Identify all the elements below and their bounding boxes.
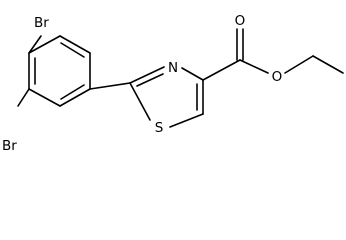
- atom-label-br-top: Br: [34, 15, 49, 31]
- atom-label-br-bottom: Br: [2, 138, 17, 154]
- atom-label-s: S: [155, 120, 164, 136]
- atom-label-o-carbonyl: O: [235, 13, 246, 29]
- atom-label-n: N: [168, 60, 178, 76]
- bond-ring-br-bottom: [17, 88, 30, 107]
- benzene-ring: [28, 35, 91, 107]
- ester-group: [202, 28, 344, 81]
- structure-diagram: Br Br N S O O: [2, 13, 344, 154]
- molecule-drawing: Br Br N S O O: [2, 13, 344, 154]
- bond-ring-br-top: [28, 35, 42, 54]
- thiazole-ring: [129, 66, 204, 128]
- bond-aryl-thiazole: [89, 82, 131, 90]
- atom-label-o-ester: O: [272, 69, 283, 85]
